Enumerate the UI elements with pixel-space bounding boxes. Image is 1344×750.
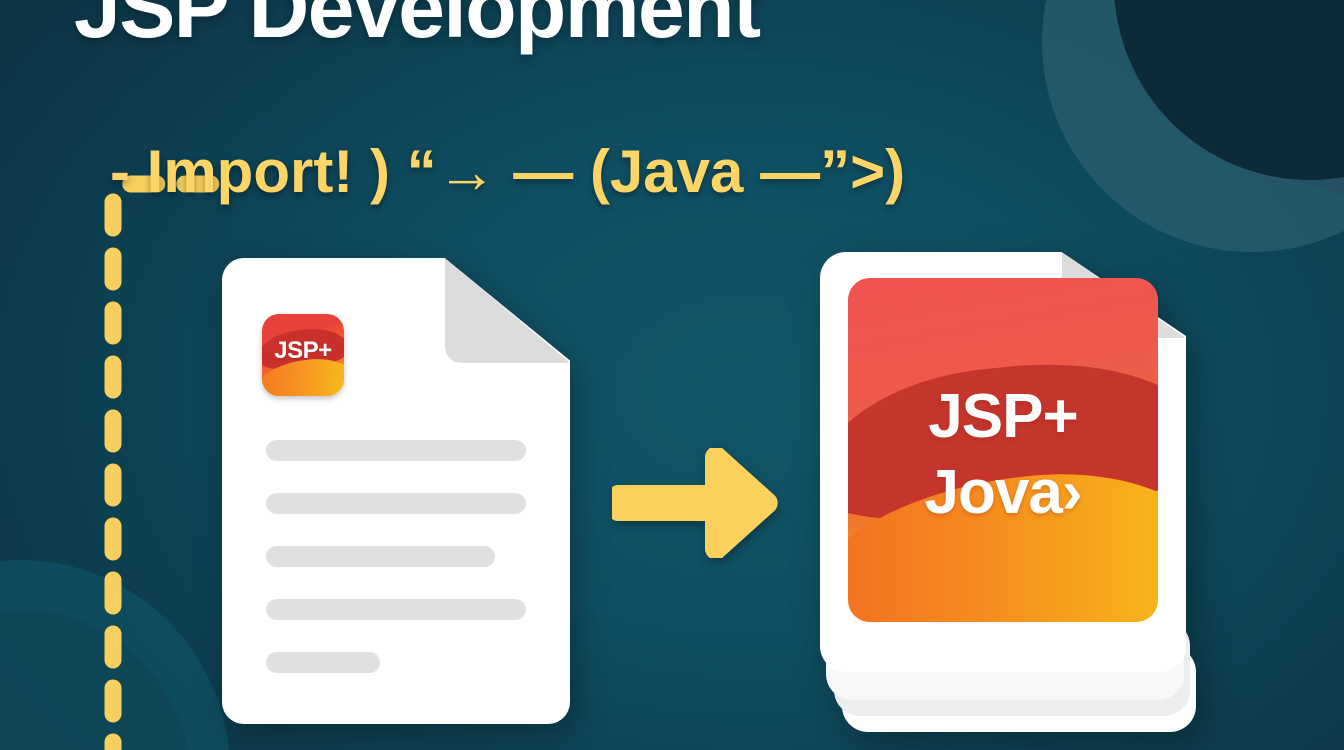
- result-document[interactable]: JSP+ Jova›: [820, 252, 1200, 732]
- decorative-corner-top-right: [1144, 0, 1344, 200]
- text-line: [266, 599, 526, 620]
- text-line: [266, 546, 495, 567]
- page-subtitle: - Import! ) “→ — (Java —”>): [110, 138, 906, 205]
- badge-label: JSP+: [274, 337, 332, 364]
- text-line: [266, 493, 526, 514]
- jsp-jova-file-icon: JSP+ Jova›: [848, 278, 1158, 622]
- jsp-plus-badge-icon: JSP+: [262, 314, 344, 396]
- source-document[interactable]: JSP+: [222, 258, 570, 724]
- page-title: JSP Development: [74, 0, 761, 55]
- dashed-line-connector: [95, 168, 236, 750]
- text-line: [266, 652, 381, 673]
- text-line: [266, 440, 526, 461]
- result-label-top: JSP+: [928, 382, 1078, 451]
- decorative-circle-bottom-left-inner: [0, 610, 190, 750]
- decorative-ring-outer: [1042, 0, 1344, 252]
- decorative-ring-inner: [1114, 0, 1344, 180]
- source-document-text-lines: [266, 440, 526, 705]
- result-label-bottom: Jova›: [924, 458, 1083, 527]
- decorative-circle-bottom-left-outer: [0, 560, 230, 750]
- arrow-right-icon: [609, 446, 778, 560]
